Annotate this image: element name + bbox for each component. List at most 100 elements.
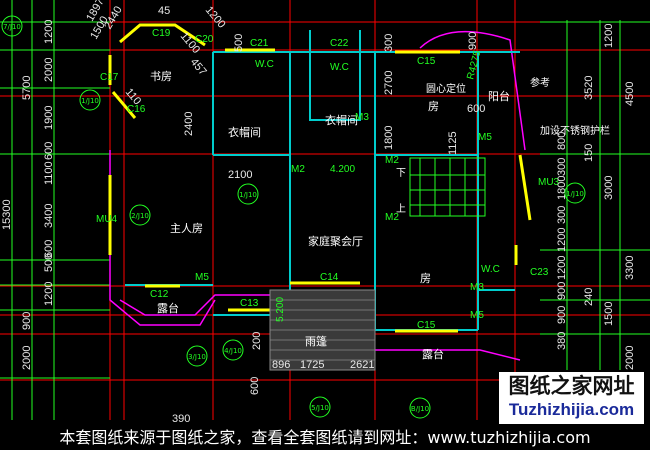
dimension-text: 1200 [43, 20, 55, 44]
dimension-text: 380 [556, 332, 568, 350]
dimension-text: 2100 [228, 169, 252, 181]
dimension-text: 4500 [624, 82, 636, 106]
door-tag: MU3 [538, 177, 560, 188]
room-wc: W.C [481, 264, 500, 275]
canopy-paving [269, 289, 376, 371]
dimension-text: 1200 [603, 24, 615, 48]
dimension-text: 900 [21, 312, 33, 330]
window-tag: C17 [100, 72, 119, 83]
staircase [409, 157, 486, 217]
dimension-text: 1725 [300, 359, 324, 371]
room-bedroom: 房 [420, 272, 431, 285]
dimension-text: 900 [556, 306, 568, 324]
walls [125, 30, 520, 331]
door-tag: M5 [478, 132, 492, 143]
window-tag: C13 [240, 298, 259, 309]
room-canopy: 雨篷 [305, 334, 327, 348]
note-railing: 加设不锈钢护栏 [540, 124, 610, 137]
detail-callout [409, 397, 431, 419]
detail-label: 3/J10 [188, 353, 206, 361]
dimension-text: 240 [583, 288, 595, 306]
dimension-text: 2700 [383, 71, 395, 95]
window-tag: C22 [330, 38, 349, 49]
note-reference: 参考 [530, 76, 550, 89]
room-study: 书房 [150, 70, 172, 83]
dimension-text: 2000 [21, 346, 33, 370]
windows [108, 23, 532, 333]
dimension-text: 15300 [1, 199, 13, 230]
detail-label: 1/J10 [566, 190, 584, 198]
window-tag: C23 [530, 267, 549, 278]
dimension-text: 45 [158, 5, 170, 17]
room-master-bedroom: 主人房 [170, 222, 203, 235]
inner-dimensions: 2400 2100 2700 1800 1125 600 900 300 200… [172, 32, 485, 425]
elevation-mark: 5.200 [275, 297, 286, 322]
dimension-text: 2621 [350, 359, 374, 371]
detail-callout [564, 182, 586, 204]
dimension-text: 1200 [203, 4, 228, 30]
component-tags: C19 C20 C21 C22 C15 C17 C16 C14 C12 C13 … [96, 28, 560, 331]
terrace-railing-right [375, 349, 521, 361]
dimension-text: 1200 [556, 256, 568, 280]
door-tag: MU4 [96, 214, 118, 225]
dimension-text: 150 [583, 144, 595, 162]
dimension-text: 390 [172, 413, 190, 425]
dimension-text: 800 [556, 132, 568, 150]
door-tag: M2 [291, 164, 305, 175]
detail-callouts [1, 15, 586, 419]
detail-label: 1/J10 [239, 191, 257, 199]
balcony-railing [419, 30, 526, 151]
dimension-text: 600 [249, 377, 261, 395]
note-center-locate: 圆心定位 [426, 82, 466, 95]
room-family-hall: 家庭聚会厅 [308, 234, 363, 248]
dimension-text: 600 [467, 103, 485, 115]
dimension-text: 2000 [43, 58, 55, 82]
door-tag: M2 [385, 212, 399, 223]
room-wc: W.C [255, 59, 274, 70]
window-tag: C19 [152, 28, 171, 39]
window-tag: C15 [417, 320, 436, 331]
dimension-lines [0, 0, 650, 420]
dimension-text: 896 [272, 359, 290, 371]
window-tag: C21 [250, 38, 269, 49]
detail-label: 1/J10 [81, 97, 99, 105]
source-caption: 本套图纸来源于图纸之家，查看全套图纸请到网址：www.tuzhizhijia.c… [59, 428, 591, 447]
detail-label: 7/J10 [3, 23, 21, 31]
dimension-text: 600 [43, 142, 55, 160]
detail-callout [222, 339, 244, 361]
window-tag: C12 [150, 289, 169, 300]
dimension-text: 900 [467, 32, 479, 50]
dimension-text: 300 [556, 158, 568, 176]
room-closet: 衣帽间 [325, 113, 358, 127]
dimension-text: 300 [556, 206, 568, 224]
watermark-logo: 图纸之家网址 Tuzhizhijia.com [499, 372, 644, 424]
dimension-text: 1200 [556, 228, 568, 252]
detail-callout [309, 396, 331, 418]
dimension-text: 1900 [43, 106, 55, 130]
railings [109, 30, 526, 361]
detail-callout [79, 89, 101, 111]
room-bedroom: 房 [428, 100, 439, 113]
detail-callout [129, 204, 151, 226]
room-wc: W.C [330, 62, 349, 73]
dimension-text: 3520 [583, 76, 595, 100]
window-tag: C15 [417, 56, 436, 67]
detail-callout [237, 183, 259, 205]
window-tag: C16 [127, 104, 146, 115]
top-dimensions: 1897 1500 2440 45 1200 500 457 110 1100 [84, 0, 245, 107]
window-tag: C14 [320, 272, 339, 283]
dimension-text: 1800 [383, 126, 395, 150]
elevation-mark: 4.200 [330, 164, 355, 175]
dimension-text: 3300 [624, 256, 636, 280]
stair-up-label: 上 [396, 203, 406, 215]
dimension-text: 3000 [603, 176, 615, 200]
dimension-text: 900 [556, 282, 568, 300]
dimension-text: 5700 [21, 76, 33, 100]
room-terrace: 露台 [422, 347, 444, 361]
left-dimensions: 1200 2000 1900 600 1100 3400 500 600 120… [1, 20, 55, 370]
room-closet: 衣帽间 [228, 125, 261, 139]
dimension-text: 2400 [183, 112, 195, 136]
dimension-text: 1100 [43, 161, 55, 185]
dimension-text: 600 [43, 240, 55, 258]
